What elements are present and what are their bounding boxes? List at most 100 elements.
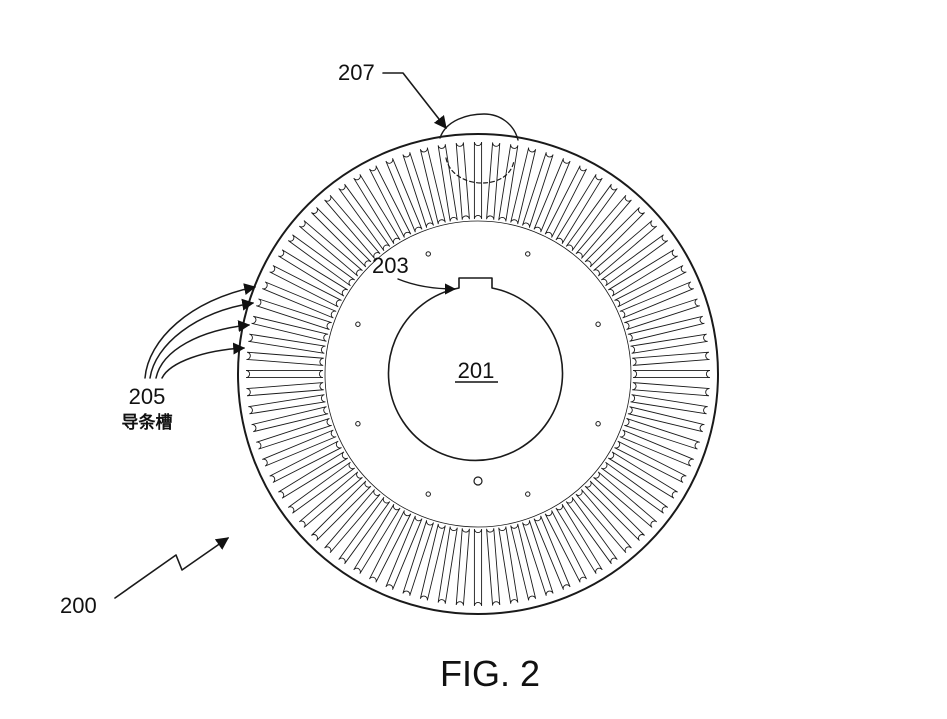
conductor-slot (627, 315, 705, 342)
rim-hole (595, 421, 601, 427)
conductor-slot (555, 504, 603, 574)
shaft-bore (387, 277, 564, 462)
conductor-slot (544, 165, 587, 238)
label-205-leader-4 (161, 342, 246, 379)
conductor-slot (624, 418, 700, 450)
conductor-slot (385, 158, 423, 233)
conductor-slot (601, 461, 669, 514)
conductor-slot (473, 141, 483, 220)
conductor-slot (614, 265, 687, 308)
conductor-slot (402, 520, 434, 596)
conductor-slot (287, 461, 355, 514)
label-205-group: 205 导条槽 (122, 283, 257, 433)
conductor-slot (311, 207, 372, 268)
rotor-top-bump-dashed (445, 157, 515, 184)
conductor-slot (311, 480, 372, 541)
conductor-slot (251, 315, 329, 342)
conductor-slot (632, 382, 710, 397)
conductor-slot (584, 480, 645, 541)
rim-hole (355, 421, 361, 427)
conductor-slot (498, 526, 519, 604)
conductor-slot (630, 394, 708, 415)
conductor-slot (544, 510, 587, 583)
conductor-slot (601, 234, 669, 287)
conductor-slot (256, 298, 332, 330)
conductor-slot (278, 249, 348, 297)
conductor-slot (245, 369, 324, 379)
conductor-slot (619, 429, 694, 467)
rim-hole (425, 251, 431, 257)
rotor-outer-edge (237, 133, 719, 615)
label-205-leader-1 (144, 283, 257, 379)
rotor-slot-bottom-circle (324, 220, 632, 528)
conductor-slot (369, 510, 412, 583)
rim-hole (425, 491, 431, 497)
rim-hole (355, 321, 361, 327)
conductor-slot (486, 528, 501, 606)
label-205-leader-3 (155, 320, 251, 379)
conductor-slot (510, 147, 537, 225)
conductor-slot (298, 220, 363, 277)
conductor-slot (269, 265, 342, 308)
conductor-slot (608, 451, 678, 499)
conductor-slot (298, 471, 363, 528)
conductor-slot (437, 144, 458, 222)
label-207-leader (382, 72, 447, 130)
conductor-slot (575, 489, 632, 554)
conductor-slot (522, 520, 554, 596)
conductor-slot (246, 382, 324, 397)
label-205-leader-2 (149, 298, 255, 379)
conductor-slot (522, 152, 554, 228)
conductor-slot (262, 281, 337, 319)
conductor-slot (632, 369, 711, 379)
rotor-top-bump (439, 113, 519, 141)
label-200: 200 (60, 593, 97, 618)
label-203: 203 (372, 253, 409, 278)
conductor-slot (402, 152, 434, 228)
rotor-lamination (237, 113, 719, 615)
label-207-group: 207 (338, 60, 447, 130)
conductor-slot (533, 158, 571, 233)
conductor-slot (473, 528, 483, 607)
conductor-slot (565, 183, 618, 251)
conductor-slot (593, 220, 658, 277)
conductor-slot (455, 528, 470, 606)
label-207: 207 (338, 60, 375, 85)
conductor-slot (419, 147, 446, 225)
rim-holes (355, 251, 601, 497)
conductor-slot (324, 194, 381, 259)
conductor-slot (278, 451, 348, 499)
conductor-slot (369, 165, 412, 238)
label-201: 201 (458, 358, 495, 383)
conductor-slot (287, 234, 355, 287)
conductor-slot (338, 497, 391, 565)
conductor-slot (614, 440, 687, 483)
label-201-group: 201 (455, 358, 498, 383)
conductor-slot (632, 351, 710, 366)
conductor-slot (353, 174, 401, 244)
conductor-slot (269, 440, 342, 483)
label-205: 205 (129, 384, 166, 409)
conductor-slot (385, 515, 423, 590)
conductor-slot (498, 144, 519, 222)
conductor-slot (251, 406, 329, 433)
conductor-slot (608, 249, 678, 297)
label-203-group: 203 (372, 253, 457, 295)
conductor-slot (353, 504, 401, 574)
conductor-slot (510, 523, 537, 601)
label-203-leader (397, 278, 457, 295)
conductor-slot (324, 489, 381, 554)
figure-caption: FIG. 2 (440, 653, 540, 694)
rim-hole (525, 491, 531, 497)
conductor-slot (575, 194, 632, 259)
conductor-slot (248, 394, 326, 415)
conductor-slot (593, 471, 658, 528)
label-200-group: 200 (60, 537, 230, 618)
conductor-slot (627, 406, 705, 433)
conductor-slot (619, 281, 694, 319)
conductor-slot (455, 142, 470, 220)
conductor-slot (248, 333, 326, 354)
rim-hole (525, 251, 531, 257)
conductor-slot (419, 523, 446, 601)
